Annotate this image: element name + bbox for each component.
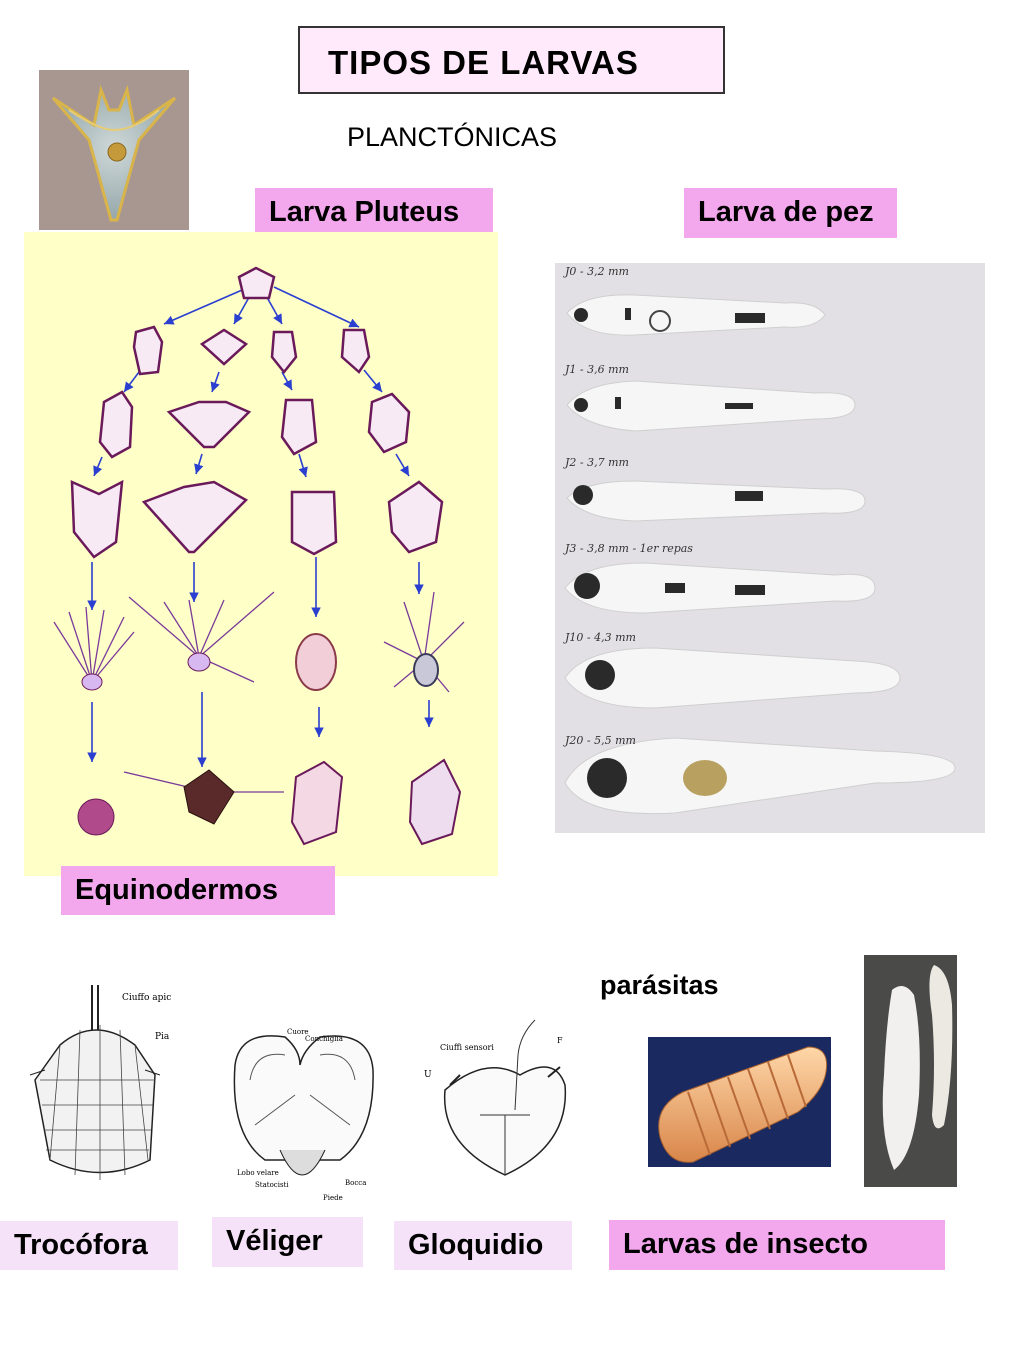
fish-stage-0: J0 - 3,2 mm <box>563 265 629 278</box>
trocofora-annotation-0: Ciuffo apic <box>122 993 171 1003</box>
glochidium-label: Gloquidio <box>394 1221 572 1270</box>
veliger-drawing: Cuore Conchiglia Lobo velare Statocisti … <box>225 1025 380 1205</box>
pluteus-label: Larva Pluteus <box>255 188 493 238</box>
insect-larva-photo <box>648 1037 831 1167</box>
veliger-annotation-4: Piede <box>323 1194 343 1202</box>
veliger-annotation-2: Lobo velare <box>237 1169 279 1177</box>
fish-stage-1: J1 - 3,6 mm <box>563 363 629 376</box>
fish-larva-label: Larva de pez <box>684 188 897 238</box>
fish-stage-3: J3 - 3,8 mm - 1er repas <box>563 542 693 555</box>
fish-larvae-photo: J0 - 3,2 mm J1 - 3,6 mm J2 - 3,7 mm J3 -… <box>555 263 985 833</box>
maggot-photo <box>864 955 957 1187</box>
veliger-annotation-1: Conchiglia <box>305 1035 343 1043</box>
trocofora-annotation-1: Pia <box>155 1032 170 1042</box>
veliger-annotation-3: Statocisti <box>255 1181 289 1189</box>
pluteus-photo <box>39 70 189 230</box>
insect-larvae-label: Larvas de insecto <box>609 1220 945 1270</box>
trochophore-drawing: Ciuffo apic Pia <box>20 985 180 1185</box>
echinoderm-diagram <box>24 232 498 876</box>
fish-stage-2: J2 - 3,7 mm <box>563 456 629 469</box>
trochophore-label: Trocófora <box>0 1221 178 1270</box>
page-title: TIPOS DE LARVAS <box>328 44 639 81</box>
veliger-annotation-0: Cuore <box>287 1028 309 1036</box>
echinoderms-label: Equinodermos <box>61 866 335 915</box>
gloquidio-annotation-0: Ciuffi sensori <box>440 1043 494 1052</box>
parasitic-heading: parásitas <box>600 970 719 1000</box>
fish-stage-4: J10 - 4,3 mm <box>563 631 636 644</box>
planktonic-subtitle: PLANCTÓNICAS <box>347 122 558 152</box>
glochidium-drawing: Ciuffi sensori F U <box>420 1015 575 1185</box>
fish-stage-5: J20 - 5,5 mm <box>563 734 636 747</box>
title-box <box>298 26 725 94</box>
gloquidio-annotation-2: U <box>424 1070 432 1080</box>
gloquidio-annotation-1: F <box>557 1036 563 1045</box>
veliger-annotation-5: Bocca <box>345 1179 366 1187</box>
veliger-label: Véliger <box>212 1217 363 1267</box>
